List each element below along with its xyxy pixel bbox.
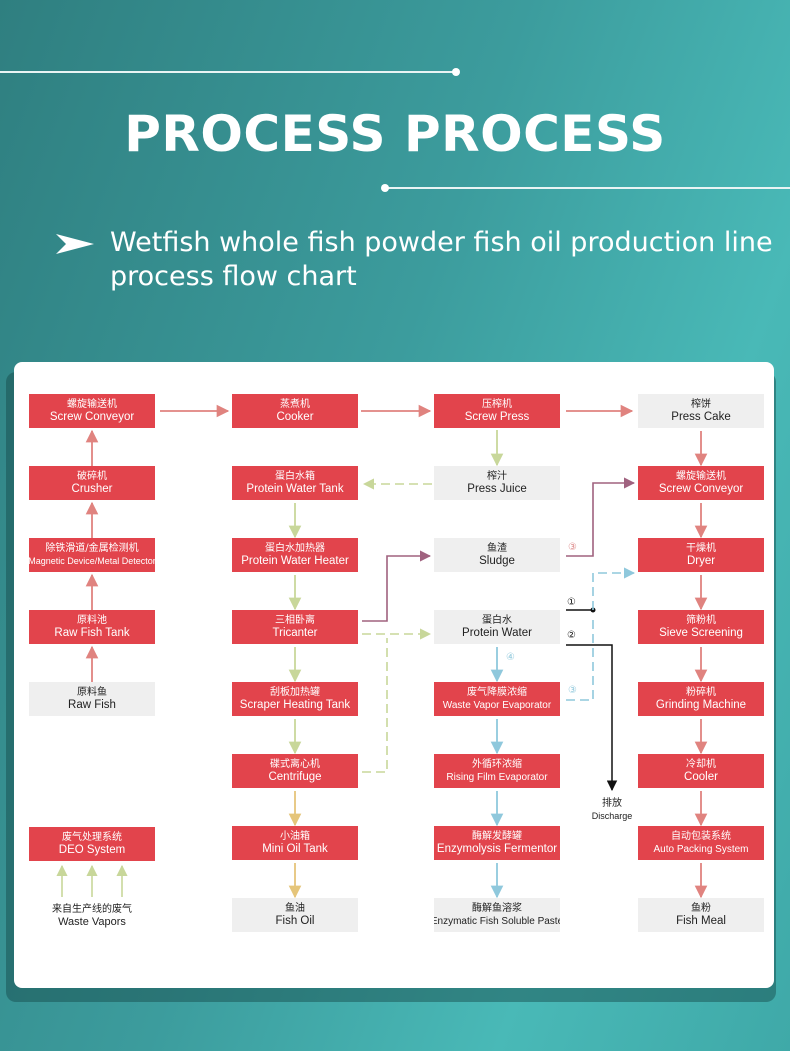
label-waste-vapors: 来自生产线的废气 Waste Vapors [52,904,132,928]
node-screw-press: 压榨机 Screw Press [434,394,560,428]
node-fish-oil: 鱼油 Fish Oil [232,898,358,932]
node-cooker: 蒸煮机 Cooker [232,394,358,428]
node-fish-meal: 鱼粉 Fish Meal [638,898,764,932]
node-crusher: 破碎机 Crusher [29,466,155,500]
label-discharge: 排放 Discharge [591,798,633,821]
node-sieve-screening: 筛粉机 Sieve Screening [638,610,764,644]
node-mini-oil-tank: 小油箱 Mini Oil Tank [232,826,358,860]
tricanter-to-sludge [362,550,432,622]
route-marker-2: ② [567,630,576,641]
header-divider-bottom [386,187,790,189]
node-enzymatic-paste: 酶解鱼溶浆 Enzymatic Fish Soluble Paste [434,898,560,932]
route-marker-3a: ③ [568,542,577,553]
node-sludge: 鱼渣 Sludge [434,538,560,572]
node-screw-conveyor-2: 螺旋输送机 Screw Conveyor [638,466,764,500]
node-scraper-heating-tank: 刮板加热罐 Scraper Heating Tank [232,682,358,716]
node-tricanter: 三相卧离 Tricanter [232,610,358,644]
header-divider-dot-top [452,68,460,76]
node-waste-vapor-evaporator: 废气降膜浓缩 Waste Vapor Evaporator [434,682,560,716]
header-divider-top [0,71,456,73]
node-centrifuge: 碟式离心机 Centrifuge [232,754,358,788]
node-raw-fish-tank: 原料池 Raw Fish Tank [29,610,155,644]
evaporator-branch [566,616,594,701]
node-deo-system: 废气处理系统 DEO System [29,827,155,861]
node-raw-fish: 原料鱼 Raw Fish [29,682,155,716]
route-marker-1: ① [567,597,576,608]
page-title: PROCESS PROCESS [124,105,666,163]
node-enzymolysis-fermentor: 酶解发酵罐 Enzymolysis Fermentor [434,826,560,860]
node-press-juice: 榨汁 Press Juice [434,466,560,500]
sludge-to-conveyor [566,477,636,557]
route-marker-4: ④ [506,652,515,663]
junction-to-dryer [592,567,636,610]
node-dryer: 干燥机 Dryer [638,538,764,572]
protein-water-black-lines [566,609,618,792]
node-protein-water: 蛋白水 Protein Water [434,610,560,644]
node-cooler: 冷却机 Cooler [638,754,764,788]
header-divider-dot-bottom [381,184,389,192]
arrow-bullet-icon [56,234,94,254]
node-auto-packing: 自动包装系统 Auto Packing System [638,826,764,860]
node-protein-water-heater: 蛋白水加热器 Protein Water Heater [232,538,358,572]
node-grinding-machine: 粉碎机 Grinding Machine [638,682,764,716]
page-subtitle: Wetfish whole fish powder fish oil produ… [110,227,773,292]
node-magnetic-device: 除铁滑道/金属检测机 Magnetic Device/Metal Detecto… [29,538,155,572]
node-press-cake: 榨饼 Press Cake [638,394,764,428]
node-rising-film-evaporator: 外循环浓缩 Rising Film Evaporator [434,754,560,788]
centrifuge-to-protein-water [362,638,388,773]
route-marker-3b: ③ [568,685,577,696]
node-screw-conveyor-1: 螺旋输送机 Screw Conveyor [29,394,155,428]
waste-vapor-arrows [56,864,128,897]
node-protein-water-tank: 蛋白水箱 Protein Water Tank [232,466,358,500]
